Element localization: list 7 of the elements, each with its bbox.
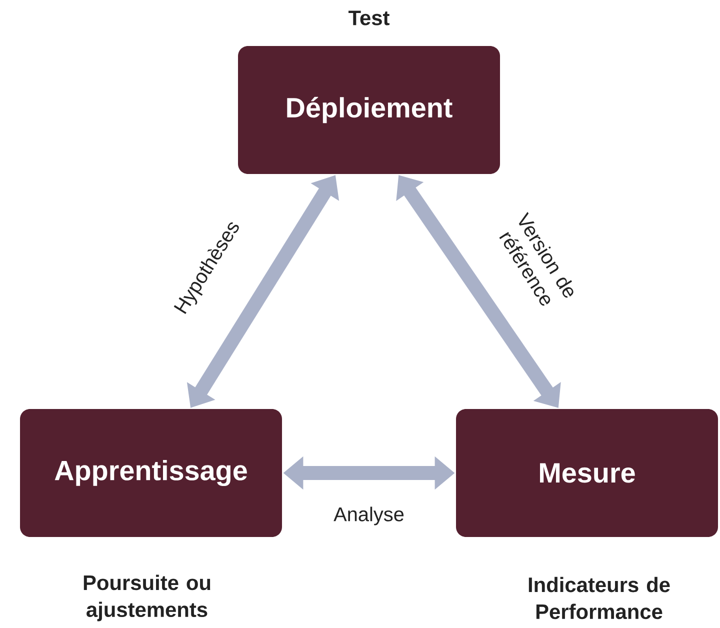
process-box: Apprentissage (20, 409, 282, 537)
process-box: Mesure (456, 409, 718, 537)
node-label: Poursuite ou ajustements (84, 574, 210, 622)
edge-label: Analyse (334, 506, 404, 526)
node-label: Test (348, 10, 390, 26)
process-box: Déploiement (238, 46, 500, 174)
node-label: Indicateurs de Performance (528, 576, 670, 620)
